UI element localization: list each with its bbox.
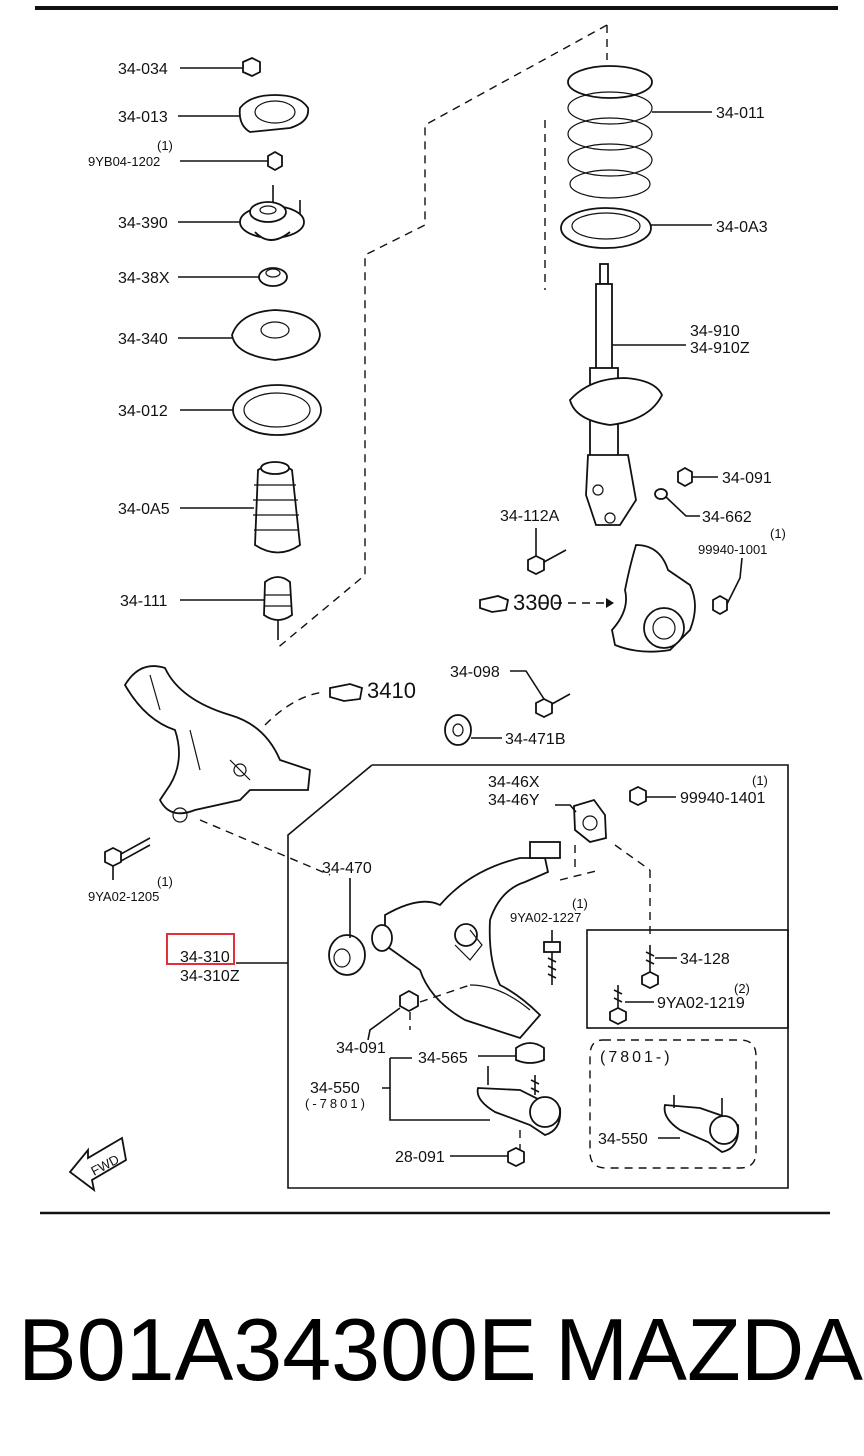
label-34-310z: 34-310Z: [180, 968, 240, 985]
label-34-340: 34-340: [118, 331, 168, 348]
strut-assembly-outline: [274, 24, 608, 651]
bolt-34-112a-part: [527, 528, 567, 576]
label-34-550: 34-550: [310, 1080, 360, 1097]
label-34-310: 34-310: [180, 949, 230, 966]
label-99940-1001: 99940-1001: [698, 542, 767, 557]
spring-insulator-34-0a3-part: [560, 207, 712, 249]
label-9yb04-1202: 9YB04-1202: [88, 154, 160, 169]
ball-joint-34-550-late-part: [658, 1095, 740, 1153]
spring-seat-34-340-part: [178, 309, 321, 361]
bushing-34-471b-part: [444, 714, 502, 746]
range-7801-on: (7801-): [600, 1049, 673, 1066]
nut-34-034-part: [180, 57, 261, 77]
qty-99940-1401: (1): [752, 773, 768, 788]
nut-28-091-part: [450, 1146, 525, 1168]
mount-plate-34-013-part: [178, 94, 310, 133]
label-34-0a5: 34-0A5: [118, 501, 170, 518]
bolt-inset-box: [586, 929, 789, 1029]
ref-hand-3410-icon: [329, 683, 364, 702]
label-34-034: 34-034: [118, 61, 168, 78]
bump-stop-34-111-part: [180, 576, 293, 640]
ref-3410: 3410: [367, 678, 416, 703]
label-34-910: 34-910: [690, 323, 740, 340]
label-34-46y: 34-46Y: [488, 792, 540, 809]
shock-absorber-34-910-part: [569, 263, 686, 526]
washer-34-662-part: [654, 488, 700, 517]
label-34-111: 34-111: [120, 593, 168, 610]
label-34-013: 34-013: [118, 109, 168, 126]
label-34-46x: 34-46X: [488, 774, 540, 791]
label-34-011: 34-011: [716, 105, 765, 122]
qty-99940-1001: (1): [770, 526, 786, 541]
label-34-470: 34-470: [322, 860, 372, 877]
strut-mount-34-390-part: [178, 185, 305, 241]
label-9ya02-1205: 9YA02-1205: [88, 889, 159, 904]
part-number: B01A34300E: [18, 1300, 537, 1399]
bolt-9ya02-1219-part: [609, 985, 654, 1026]
nut-34-565-part: [478, 1042, 545, 1064]
insulator-34-012-part: [180, 384, 322, 436]
label-9ya02-1219: 9YA02-1219: [657, 995, 745, 1012]
label-34-128: 34-128: [680, 951, 730, 968]
label-34-38x: 34-38X: [118, 270, 170, 287]
nut-34-091-upper-part: [677, 466, 718, 488]
label-34-091-lower: 34-091: [336, 1040, 386, 1057]
label-34-910z: 34-910Z: [690, 340, 750, 357]
label-34-0a3: 34-0A3: [716, 219, 768, 236]
qty-9ya02-1227: (1): [572, 896, 588, 911]
label-34-471b: 34-471B: [505, 731, 566, 748]
forward-arrow-icon: [68, 1136, 127, 1193]
label-34-662: 34-662: [702, 509, 752, 526]
lower-control-arm-part: [199, 785, 676, 1040]
qty-9yb04: (1): [157, 138, 173, 153]
dust-boot-34-0a5-part: [180, 461, 301, 554]
bolt-34-098-part: [510, 670, 571, 719]
coil-spring-34-011-part: [567, 65, 712, 199]
ball-joint-34-550-part: [382, 1057, 562, 1152]
label-34-565: 34-565: [418, 1050, 468, 1067]
label-9ya02-1227: 9YA02-1227: [510, 910, 581, 925]
qty-9ya02-1219: (2): [734, 981, 750, 996]
ref-hand-3300-icon: [479, 595, 510, 613]
label-34-091-upper: 34-091: [722, 470, 772, 487]
lower-arm-box: [287, 764, 789, 1189]
steering-knuckle-3300-part: [540, 544, 743, 653]
label-34-390: 34-390: [118, 215, 168, 232]
nut-34-091-lower-part: [367, 984, 471, 1041]
brand-name: MAZDA: [555, 1300, 863, 1399]
label-34-098: 34-098: [450, 664, 500, 681]
label-99940-1401: 99940-1401: [680, 790, 766, 807]
bearing-34-38x-part: [178, 267, 288, 287]
bolt-34-128-part: [641, 945, 677, 990]
range-to-7801: (-7801): [305, 1096, 368, 1111]
qty-9ya02-1205: (1): [157, 874, 173, 889]
label-28-091: 28-091: [395, 1149, 445, 1166]
bolt-9ya02-1205-part: [104, 837, 151, 880]
label-34-550-late: 34-550: [598, 1131, 648, 1148]
ref-3300: 3300: [513, 590, 562, 615]
late-model-box: [589, 1039, 757, 1169]
caption: B01A34300E MAZDA: [0, 1290, 864, 1410]
label-34-112a: 34-112A: [500, 508, 560, 525]
subframe-3410-part: [123, 665, 326, 823]
bolt-9ya02-1227-part: [543, 930, 561, 985]
nut-9yb04-part: [180, 150, 283, 172]
label-34-012: 34-012: [118, 403, 168, 420]
highlight-box: [166, 933, 235, 965]
